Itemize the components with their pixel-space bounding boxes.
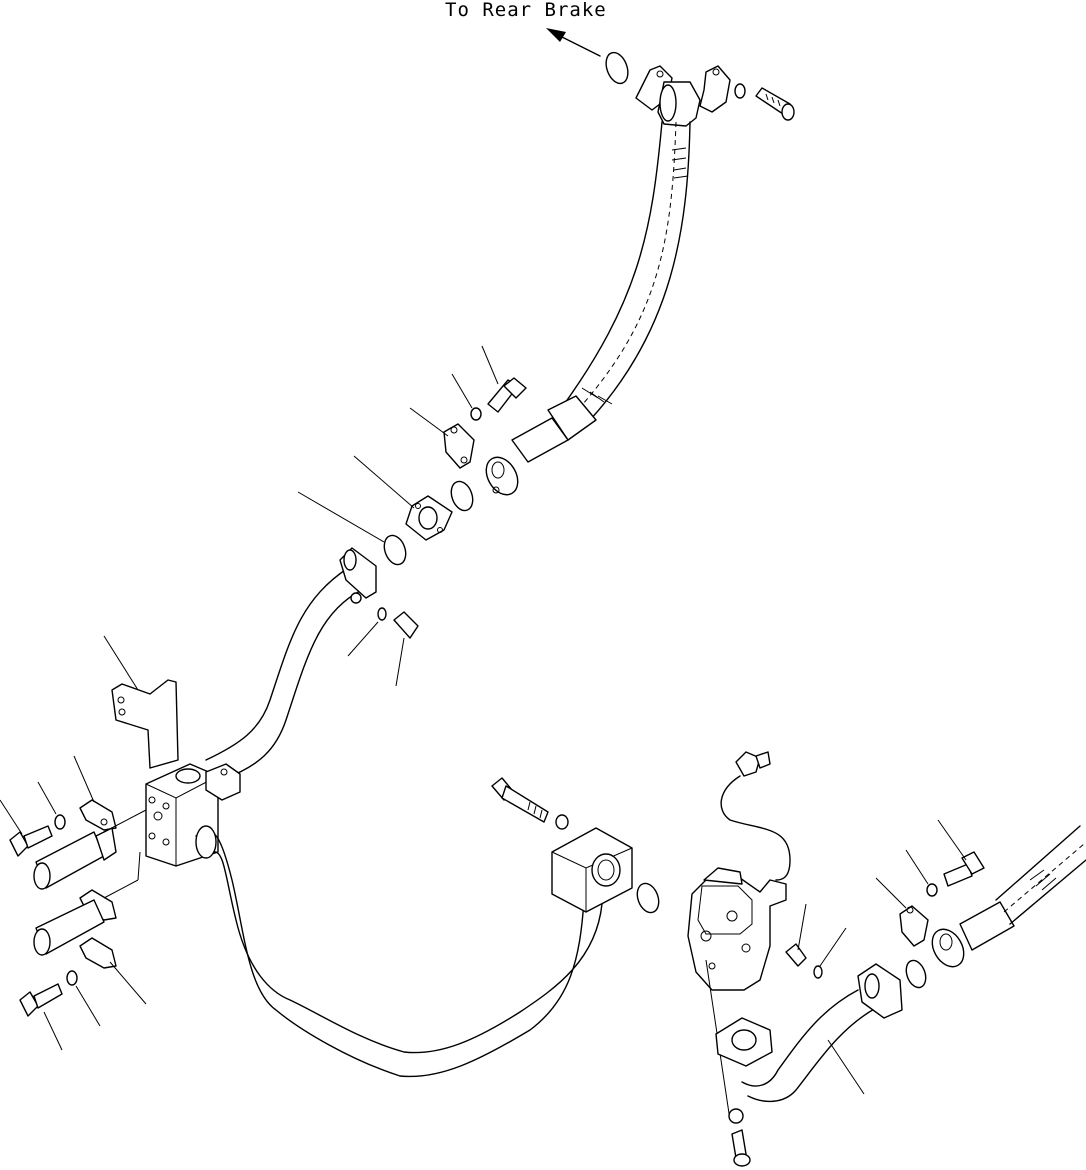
washer-bottom [728,1108,744,1124]
washer-top [734,83,746,99]
hose-end-left-upper [33,809,147,890]
small-o-ring [377,607,387,621]
bolt-top [755,87,795,121]
lock-washer-mid [470,407,482,421]
rigid-tube-upper [205,547,377,779]
o-ring-center [636,882,660,914]
to-rear-brake-label: To Rear Brake [445,0,607,21]
bolt-mid [487,377,527,413]
bolt-bottom [731,1129,751,1167]
split-flange-half-mid [443,423,475,469]
bolt-left-lower [19,983,63,1051]
leader-line [75,985,101,1027]
rigid-tube-lower [195,825,603,1078]
flange-plate [405,495,453,541]
bolt-right [937,819,985,887]
o-ring-top [605,51,629,85]
flexible-hose-upper [485,121,691,496]
washer-left-upper [54,814,66,830]
direction-arrow [546,28,601,57]
o-ring-mid [450,480,474,512]
junction-block [145,763,241,867]
flexible-hose-right [931,825,1086,968]
brake-valve [687,867,787,1121]
leader-line [395,637,405,687]
leader-line [819,927,847,967]
o-ring-lower [383,534,407,566]
leader-line [905,849,929,885]
sensor-connector [720,751,791,881]
hose-elbow-fitting-top [657,81,701,127]
o-ring-right [905,959,927,989]
lock-washer-right [926,883,938,897]
bolt-left-upper [0,799,53,857]
split-flange-left-bottom [79,937,147,1005]
small-o-ring-right [813,965,823,979]
rigid-tube-lower-right [715,963,903,1103]
hose-end-left-lower [33,851,141,956]
plug [393,611,419,639]
leader-lines-upper [297,345,499,543]
fitting-right-small [785,903,807,967]
split-flange-left-upper [73,755,117,831]
washer-center [555,814,569,830]
leader-line [347,621,379,657]
flange-block-center [551,827,633,913]
split-flange-right [875,877,929,947]
leader-line [37,781,57,815]
bolt-center [491,777,549,823]
washer-left-lower [66,970,78,986]
mounting-bracket [103,635,179,769]
